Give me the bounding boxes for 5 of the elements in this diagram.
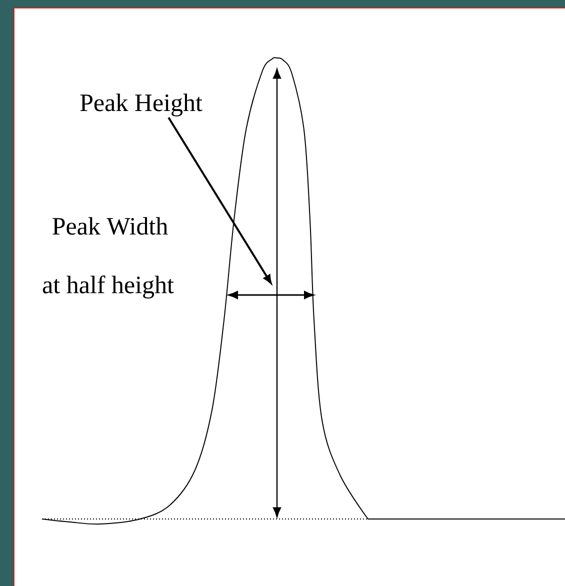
- text-label: Peak Width: [52, 217, 168, 235]
- double-arrow: [272, 68, 282, 518]
- text-label: at half height: [42, 276, 174, 298]
- leader-line: [168, 117, 272, 284]
- text-label: Peak Height: [80, 94, 202, 116]
